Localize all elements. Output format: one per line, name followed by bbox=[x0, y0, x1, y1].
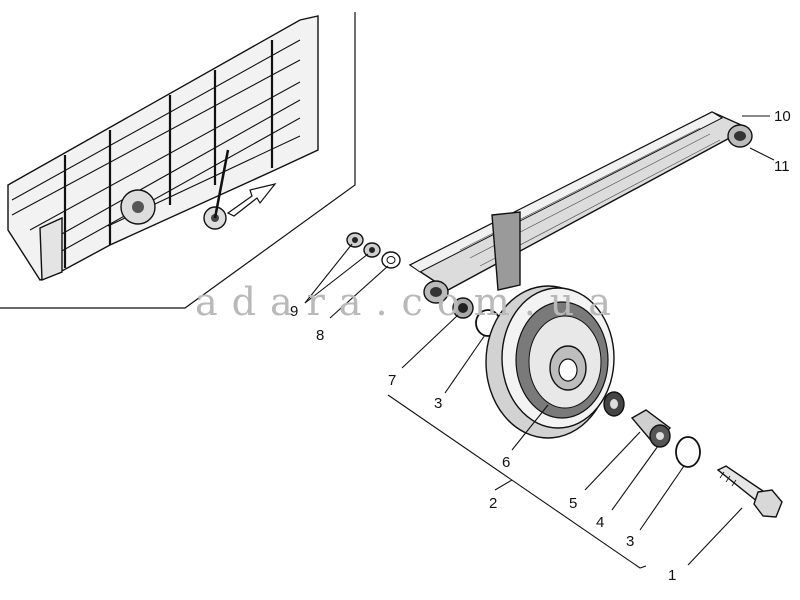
lever-arm-top-face bbox=[409, 111, 724, 273]
inset-posts bbox=[63, 40, 274, 268]
callout-3-right: 3 bbox=[626, 533, 634, 550]
inset-pointer-arrow-icon bbox=[226, 183, 277, 217]
inset-board-slats bbox=[11, 39, 301, 253]
inset-side-board bbox=[7, 15, 319, 281]
watermark-text: adara.com.ua bbox=[195, 280, 625, 324]
callout-11: 11 bbox=[774, 158, 790, 175]
callout-6: 6 bbox=[502, 454, 510, 471]
callout-5: 5 bbox=[569, 495, 577, 512]
inset-tail-board bbox=[39, 216, 63, 282]
nut-9b bbox=[363, 242, 381, 258]
lever-arm-end-bushing bbox=[727, 124, 753, 148]
lever-arm-pivot-bushing bbox=[423, 280, 449, 304]
inset-wheel-left bbox=[120, 189, 156, 225]
inset-truck-overview bbox=[0, 12, 356, 309]
inset-wheel-right bbox=[203, 149, 230, 230]
lever-arm-body bbox=[408, 111, 750, 291]
bushing-7 bbox=[452, 297, 474, 319]
callout-8: 8 bbox=[316, 327, 324, 344]
inset-border bbox=[0, 12, 356, 309]
bearing-5 bbox=[603, 391, 625, 417]
lever-arm bbox=[408, 111, 753, 304]
callout-2: 2 bbox=[489, 495, 497, 512]
callout-10: 10 bbox=[774, 108, 791, 125]
callout-1: 1 bbox=[668, 567, 676, 584]
snap-ring-3-right bbox=[675, 436, 701, 468]
callout-7: 7 bbox=[388, 372, 396, 389]
callout-3-left: 3 bbox=[434, 395, 442, 412]
callout-4: 4 bbox=[596, 514, 604, 531]
spacer-4 bbox=[630, 409, 672, 448]
callout-9: 9 bbox=[290, 303, 298, 320]
washer-8 bbox=[381, 251, 401, 269]
leader-lines bbox=[304, 115, 775, 569]
pulley-wheel-6 bbox=[485, 285, 615, 439]
nut-9a bbox=[346, 232, 364, 248]
lever-arm-bracket bbox=[491, 211, 521, 291]
bolt-1 bbox=[716, 465, 783, 518]
